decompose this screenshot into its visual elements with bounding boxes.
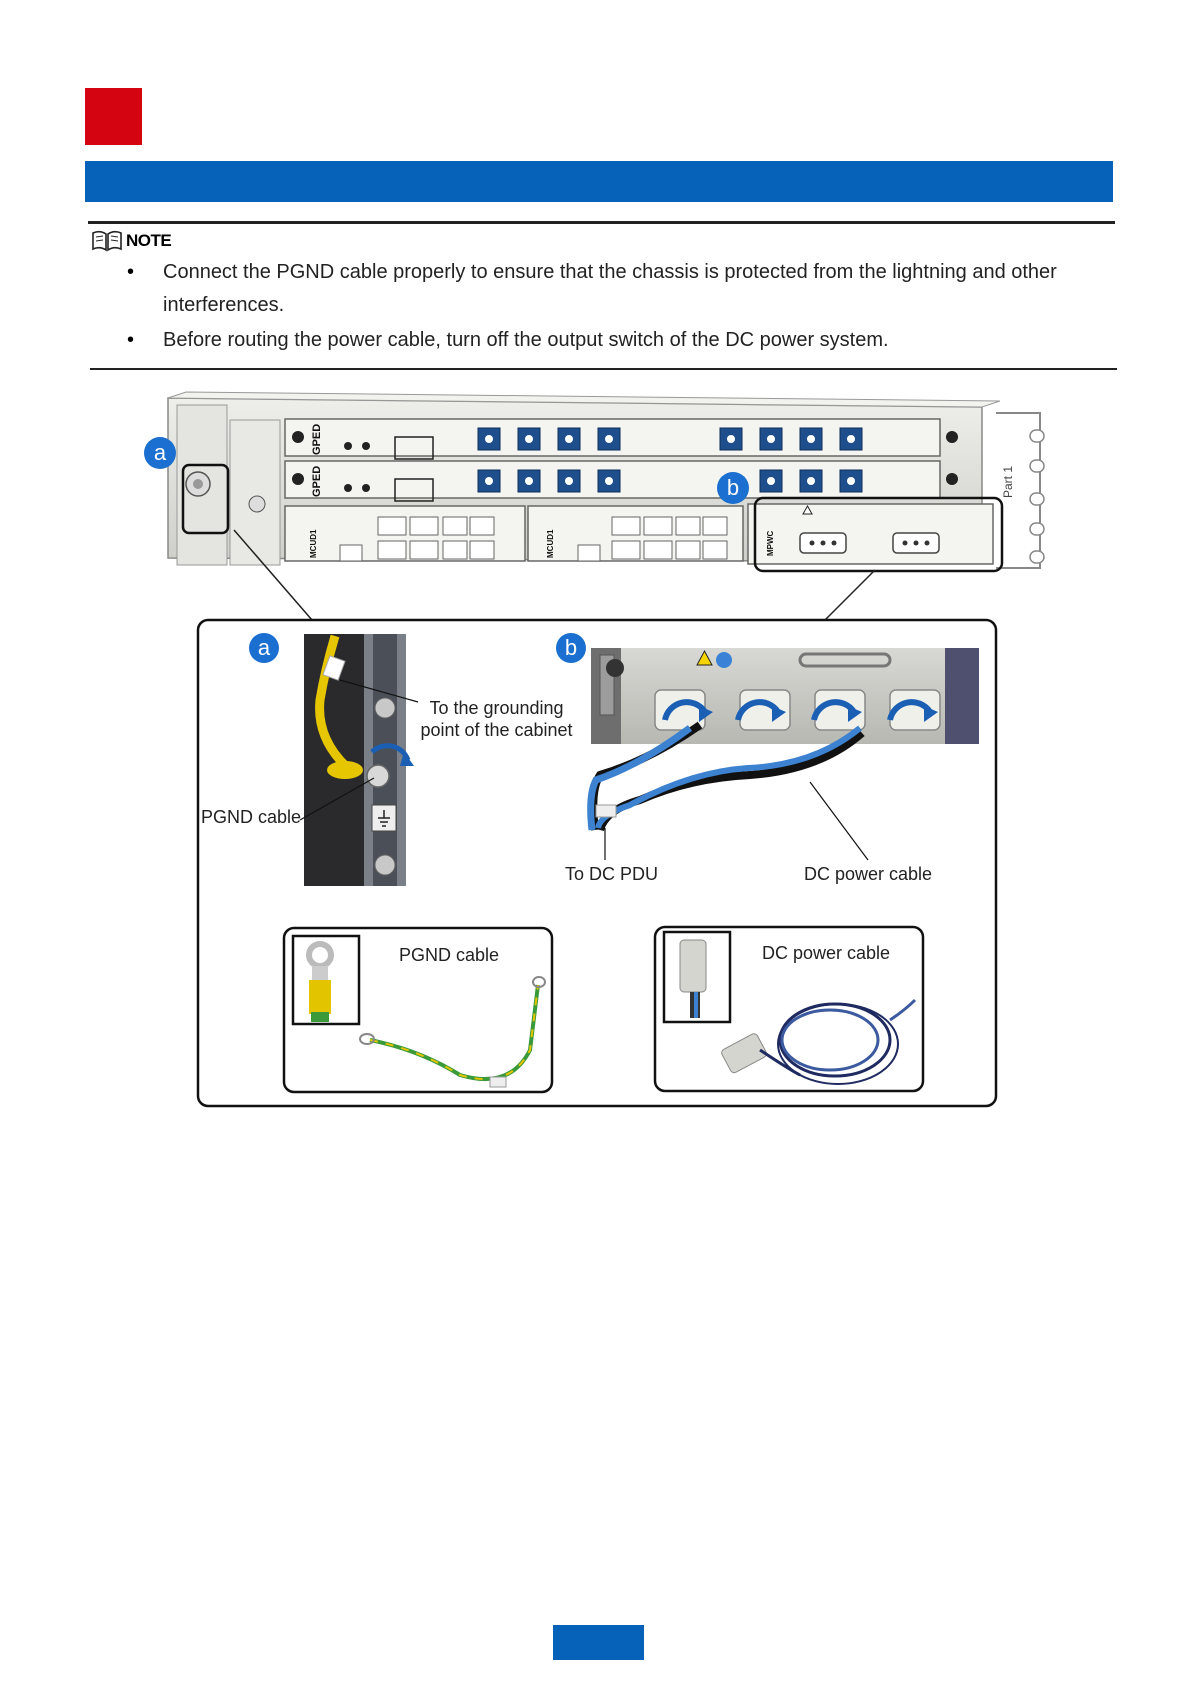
pgnd-cable-photo [282, 926, 554, 1094]
bullet-dot: • [127, 261, 135, 283]
label-pgnd-cable-photo: PGND cable [399, 945, 500, 965]
callout-b-detail: b [556, 633, 586, 663]
grounding-photo [304, 634, 414, 886]
section-marker [85, 88, 142, 145]
note-item-2: Before routing the power cable, turn off… [163, 329, 889, 351]
book-icon [92, 230, 122, 252]
page-number-box [553, 1625, 644, 1660]
svg-text:b: b [565, 635, 577, 660]
note-label: NOTE [126, 231, 172, 250]
dc-power-cable-photo [653, 925, 925, 1093]
callout-a-detail: a [249, 633, 279, 663]
label-dc-power-cable-photo: DC power cable [762, 943, 891, 963]
callout-b-chassis: b [717, 472, 749, 504]
note-heading: NOTE [91, 230, 172, 252]
title-bar [85, 161, 1113, 202]
label-dc-power-cable-detail: DC power cable [804, 864, 933, 884]
svg-text:a: a [258, 635, 271, 660]
bullet-dot: • [127, 329, 135, 351]
control-board-label: MCUD1 [309, 529, 318, 558]
control-board-label: MCUD1 [546, 529, 555, 558]
label-to-dc-pdu: To DC PDU [565, 864, 659, 884]
svg-text:a: a [154, 440, 167, 465]
svg-text:b: b [727, 475, 739, 500]
label-pgnd-cable-detail: PGND cable [201, 807, 302, 827]
leader-line [809, 781, 869, 861]
note-item-1: Connect the PGND cable properly to ensur… [163, 261, 1057, 316]
part-label: Part 1 [1001, 466, 1015, 498]
leader-line [339, 679, 419, 703]
note-bottom-rule [90, 368, 1117, 370]
board-label: GPED [311, 424, 323, 455]
board-label: GPED [311, 466, 323, 497]
power-connector-photo [587, 648, 979, 832]
note-top-rule [88, 221, 1115, 224]
chassis-drawing [167, 391, 1045, 621]
callout-a-chassis: a [144, 437, 176, 469]
leader-line [299, 777, 375, 821]
label-grounding-point-line1: To the grounding point of the cabinet [420, 698, 573, 740]
power-board-label: MPWC [766, 530, 775, 556]
